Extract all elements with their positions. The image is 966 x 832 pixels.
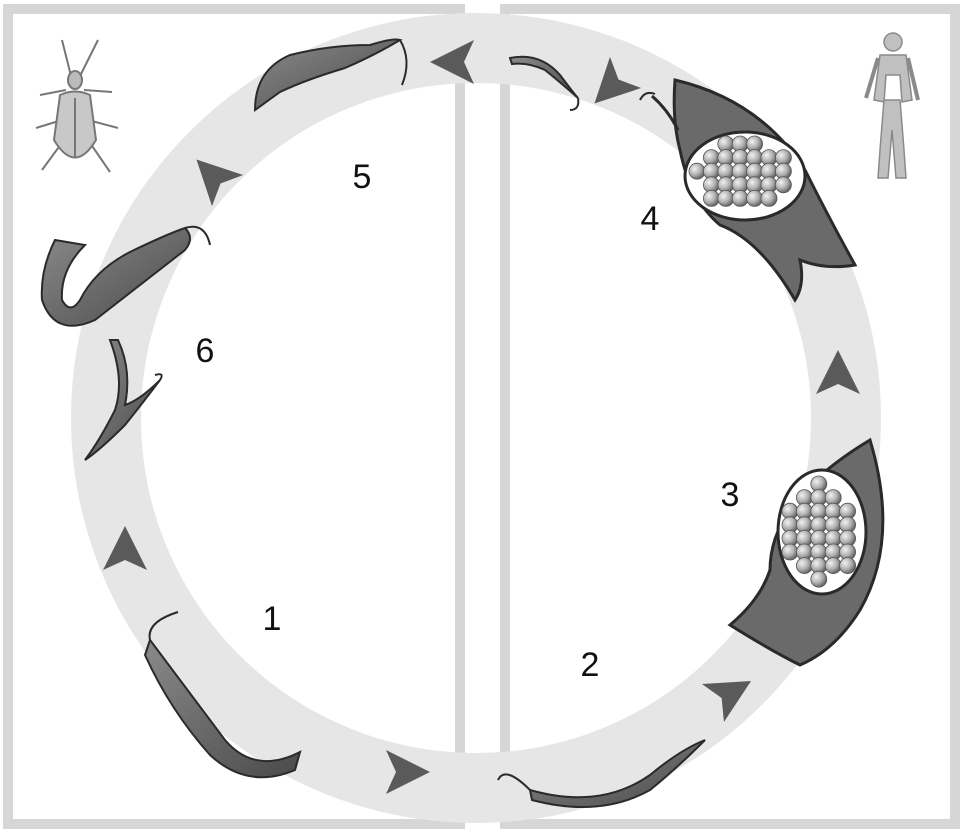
triatomine-bug-icon xyxy=(36,40,118,172)
amastigote xyxy=(796,558,812,574)
amastigote xyxy=(718,190,734,206)
stage-label-6: 6 xyxy=(196,332,215,370)
stage-label-3: 3 xyxy=(721,476,740,514)
stage-label-1: 1 xyxy=(263,600,282,638)
amastigote xyxy=(782,544,798,560)
amastigote xyxy=(811,571,827,587)
amastigote xyxy=(840,558,856,574)
amastigote xyxy=(732,190,748,206)
stage-label-4: 4 xyxy=(641,200,660,238)
amastigote xyxy=(825,558,841,574)
stage-label-2: 2 xyxy=(581,646,600,684)
amastigote xyxy=(689,163,705,179)
human-figure-icon xyxy=(866,33,918,178)
stage-label-5: 5 xyxy=(353,158,372,196)
amastigote xyxy=(703,190,719,206)
amastigote xyxy=(761,190,777,206)
stage-3-infected-cell xyxy=(730,440,883,665)
amastigote xyxy=(747,190,763,206)
amastigote xyxy=(775,177,791,193)
